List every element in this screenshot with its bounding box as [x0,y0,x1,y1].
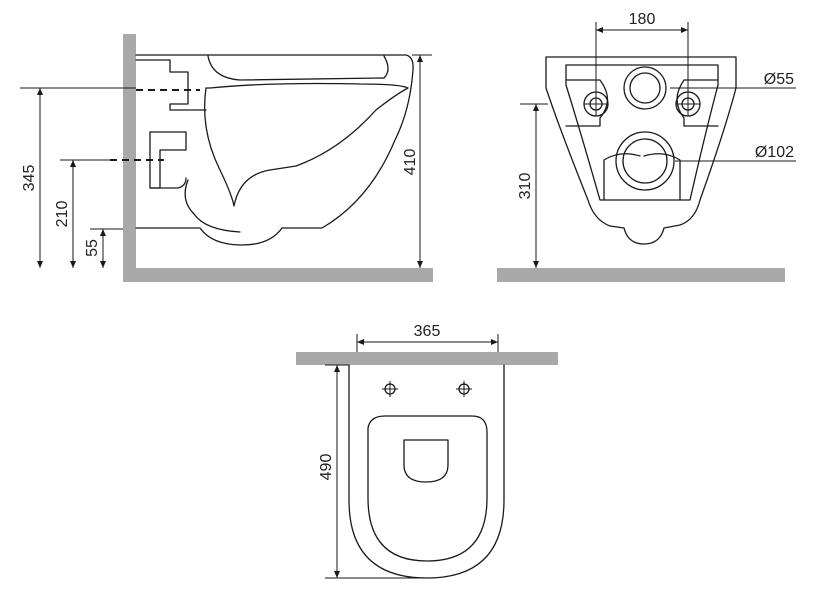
dim-310-label: 310 [517,173,534,200]
top-bowl-opening [403,439,449,483]
dim-55-label: 55 [84,239,101,257]
dim-210-label: 210 [54,201,71,228]
back-floor [497,268,785,282]
inlet-hole [623,66,667,110]
dim-490-label: 490 [318,454,335,481]
dim-d55-label: Ø55 [764,71,794,88]
dim-345-label: 345 [21,165,38,192]
side-toilet-outline [135,54,414,246]
back-toilet-outline [545,56,737,245]
top-fixing-right-icon [456,381,472,397]
dim-180-label: 180 [629,11,656,28]
top-bowl-outline [348,364,505,579]
dim-365-label: 365 [414,323,441,340]
side-floor [123,268,433,282]
top-fixing-left-icon [382,381,398,397]
side-wall [123,34,136,282]
side-view: 345 210 55 410 [20,34,433,282]
outlet-hole [615,131,675,191]
dim-d102-label: Ø102 [755,144,794,161]
back-view: 180 Ø55 Ø102 310 [497,11,796,282]
top-seat-outline [367,415,488,562]
top-view: 365 490 [296,323,558,579]
dim-410-label: 410 [402,149,419,176]
top-wall [296,352,558,365]
